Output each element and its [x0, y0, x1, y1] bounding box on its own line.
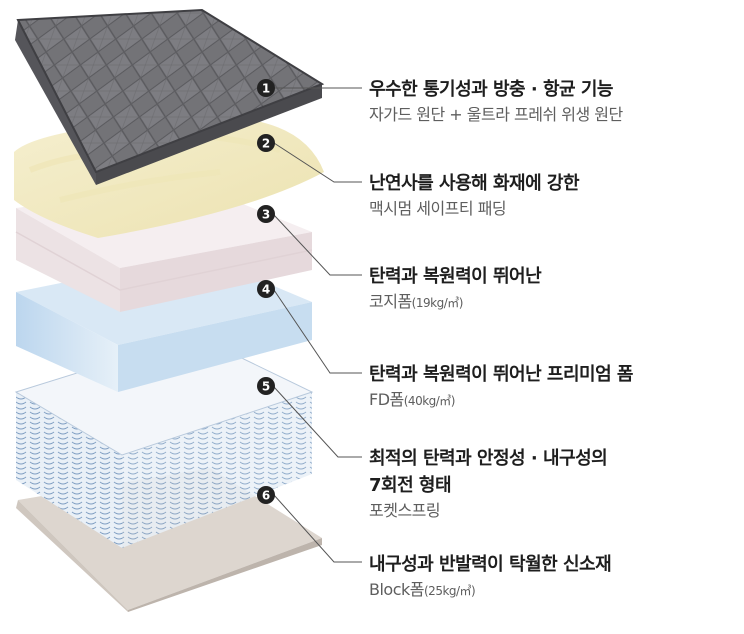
layer-2-subtitle: 맥시멈 세이프티 패딩 [369, 197, 739, 221]
layer-5-title-line-1: 최적의 탄력과 안정성 · 내구성의 [369, 445, 739, 472]
layer-4-title: 탄력과 복원력이 뛰어난 프리미엄 폼 [369, 361, 739, 388]
svg-text:2: 2 [262, 137, 270, 151]
layer-5-title-line-2: 7회전 형태 [369, 472, 739, 499]
layer-6-title: 내구성과 반발력이 탁월한 신소재 [369, 551, 739, 578]
layer-6-description: 내구성과 반발력이 탁월한 신소재 Block폼(25kg/㎥) [369, 551, 739, 603]
badge-2: 2 [257, 134, 275, 152]
layer-6-subtitle: Block폼(25kg/㎥) [369, 578, 739, 603]
layer-5-subtitle: 포켓스프링 [369, 499, 739, 523]
layer-4-description: 탄력과 복원력이 뛰어난 프리미엄 폼 FD폼(40kg/㎥) [369, 361, 739, 413]
layer-2-description: 난연사를 사용해 화재에 강한 맥시멈 세이프티 패딩 [369, 170, 739, 221]
badge-5: 5 [257, 377, 275, 395]
layer-1-subtitle: 자가드 원단 + 울트라 프레쉬 위생 원단 [369, 103, 739, 127]
badge-1: 1 [257, 79, 275, 97]
layer-4-subtitle: FD폼(40kg/㎥) [369, 388, 739, 413]
svg-text:5: 5 [262, 380, 270, 394]
badge-6: 6 [257, 486, 275, 504]
svg-text:1: 1 [262, 82, 270, 96]
svg-text:6: 6 [262, 489, 270, 503]
svg-text:4: 4 [262, 283, 270, 297]
layer-4-density: (40kg/㎥) [404, 394, 455, 408]
layer-3-subtitle: 코지폼(19kg/㎥) [369, 290, 739, 315]
layer-3-description: 탄력과 복원력이 뛰어난 코지폼(19kg/㎥) [369, 263, 739, 315]
layer-3-title: 탄력과 복원력이 뛰어난 [369, 263, 739, 290]
layer-1-description: 우수한 통기성과 방충 · 항균 기능 자가드 원단 + 울트라 프레쉬 위생 … [369, 76, 739, 127]
svg-text:3: 3 [262, 208, 270, 222]
layer-5-description: 최적의 탄력과 안정성 · 내구성의 7회전 형태 포켓스프링 [369, 445, 739, 523]
layer-2-title: 난연사를 사용해 화재에 강한 [369, 170, 739, 197]
layer-1-title: 우수한 통기성과 방충 · 항균 기능 [369, 76, 739, 103]
layer-6-density: (25kg/㎥) [424, 584, 475, 598]
badge-4: 4 [257, 280, 275, 298]
layer-3-density: (19kg/㎥) [412, 296, 463, 310]
badge-3: 3 [257, 205, 275, 223]
